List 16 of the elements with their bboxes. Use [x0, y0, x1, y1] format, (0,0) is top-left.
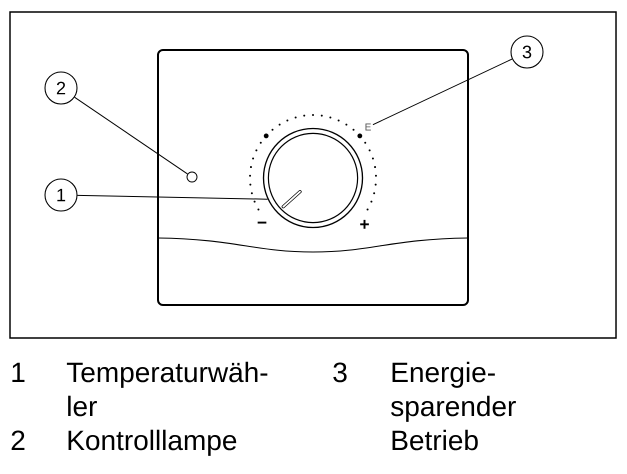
key-number: 3 — [333, 362, 347, 382]
leader-line — [372, 58, 513, 126]
minus-sign: − — [258, 222, 266, 224]
leader-line — [74, 96, 188, 174]
dial-letter: E — [366, 124, 371, 130]
callout-number: 2 — [44, 71, 78, 105]
callout-number: 3 — [510, 35, 544, 69]
key-number: 2 — [12, 430, 24, 450]
leader-line — [77, 194, 268, 200]
key-text: Kontrolllampe — [68, 430, 236, 456]
key-text: Energie- sparender Betrieb — [391, 362, 516, 450]
key-number: 1 — [12, 362, 24, 382]
key-text: Temperaturwäh- ler — [66, 362, 268, 416]
indicator-lamp — [186, 172, 198, 182]
plus-sign: + — [360, 220, 369, 229]
callout-number: 1 — [44, 178, 78, 212]
